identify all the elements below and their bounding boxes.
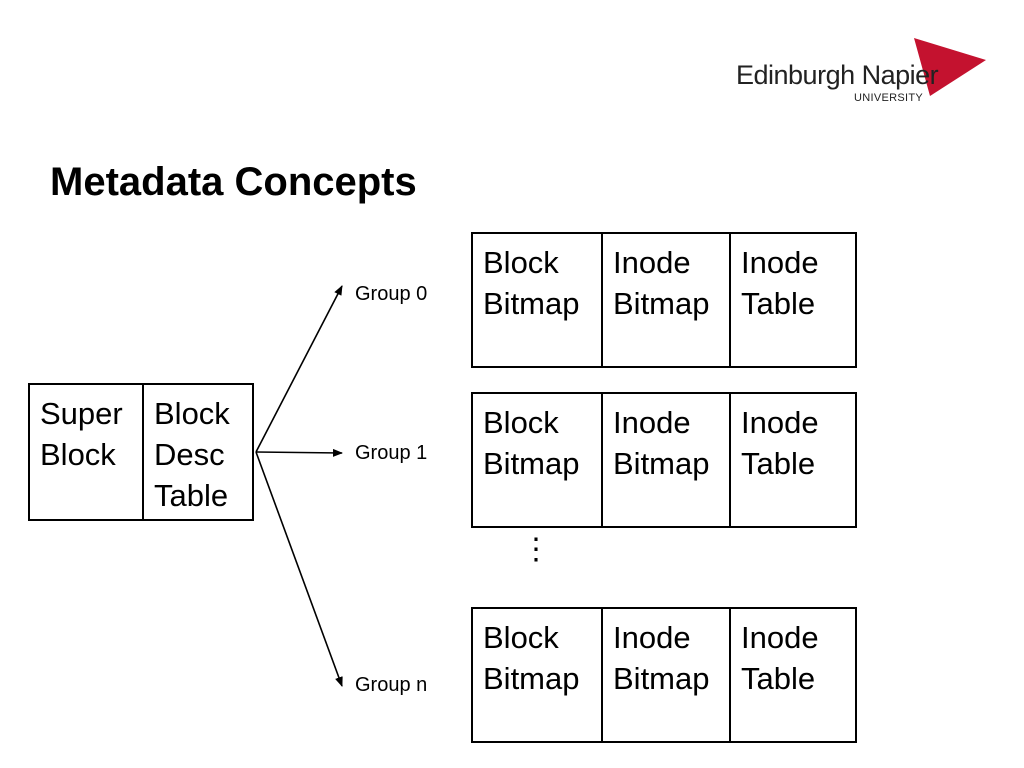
cell-line: Super (40, 396, 123, 431)
cell-line: Block (154, 396, 230, 431)
cell-line: Table (741, 446, 816, 481)
inode-table-cell: Inode Table (729, 609, 855, 741)
logo-name: Edinburgh Napier (736, 60, 939, 90)
page-title: Metadata Concepts (50, 160, 417, 204)
cell-line: Bitmap (613, 661, 710, 696)
inode-table-cell: Inode Table (729, 394, 855, 526)
group-1-label: Group 1 (355, 442, 428, 464)
cell-line: Inode (741, 405, 819, 440)
arrow-to-group-n (255, 451, 343, 687)
cell-line: Block (40, 437, 116, 472)
logo-subtitle: UNIVERSITY (854, 92, 924, 104)
inode-bitmap-cell: Inode Bitmap (601, 394, 729, 526)
university-logo: Edinburgh Napier UNIVERSITY (736, 38, 996, 108)
block-bitmap-cell: Block Bitmap (473, 609, 601, 741)
logo-flag-icon (914, 38, 986, 96)
block-desc-table-cell: Block Desc Table (142, 385, 252, 519)
inode-bitmap-cell: Inode Bitmap (601, 609, 729, 741)
superblock-box: Super Block Block Desc Table (28, 383, 254, 521)
vertical-ellipsis: ⋮ (521, 533, 551, 566)
cell-line: Block (483, 245, 559, 280)
cell-line: Block (483, 405, 559, 440)
cell-line: Bitmap (613, 286, 710, 321)
cell-line: Inode (613, 405, 691, 440)
cell-line: Desc (154, 437, 225, 472)
cell-line: Inode (741, 620, 819, 655)
arrow-to-group-1 (255, 448, 343, 457)
inode-table-cell: Inode Table (729, 234, 855, 366)
cell-line: Inode (613, 620, 691, 655)
cell-line: Table (741, 286, 816, 321)
group-0-label: Group 0 (355, 283, 428, 305)
cell-line: Table (154, 478, 229, 513)
group-n-box: Block Bitmap Inode Bitmap Inode Table (471, 607, 857, 743)
cell-line: Inode (741, 245, 819, 280)
cell-line: Bitmap (613, 446, 710, 481)
logo-flag-shape (914, 38, 986, 96)
cell-line: Block (483, 620, 559, 655)
group-1-box: Block Bitmap Inode Bitmap Inode Table (471, 392, 857, 528)
cell-line: Inode (613, 245, 691, 280)
block-bitmap-cell: Block Bitmap (473, 234, 601, 366)
cell-line: Bitmap (483, 286, 580, 321)
cell-line: Table (741, 661, 816, 696)
group-n-label: Group n (355, 674, 428, 696)
cell-line: Bitmap (483, 446, 580, 481)
group-0-box: Block Bitmap Inode Bitmap Inode Table (471, 232, 857, 368)
arrow-to-group-0 (255, 285, 343, 453)
block-bitmap-cell: Block Bitmap (473, 394, 601, 526)
inode-bitmap-cell: Inode Bitmap (601, 234, 729, 366)
cell-line: Bitmap (483, 661, 580, 696)
superblock-cell: Super Block (30, 385, 142, 519)
